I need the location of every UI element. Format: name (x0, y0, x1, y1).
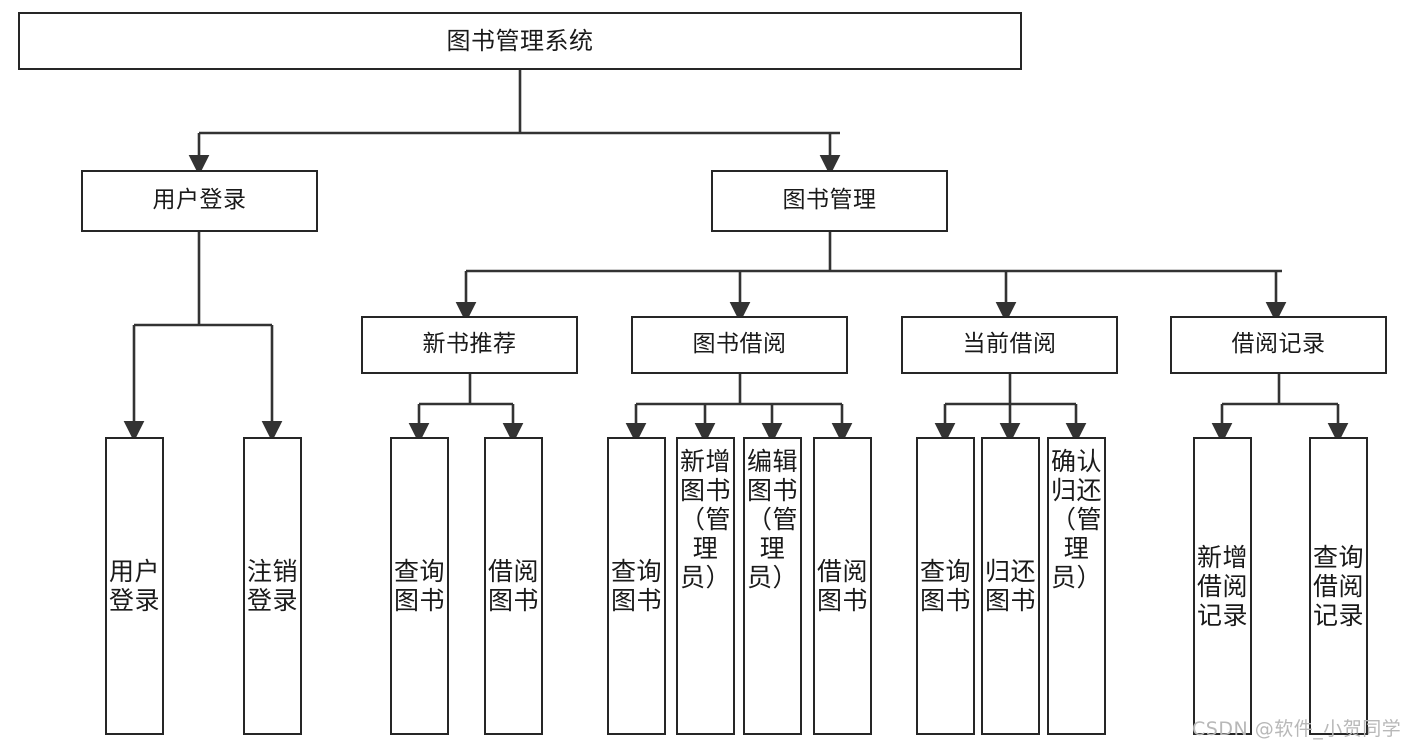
leaf-logout[interactable]: 注销登录 (243, 437, 302, 735)
leaf-add-borrow-record[interactable]: 新增借阅记录 (1193, 437, 1252, 735)
node-label: 用户登录 (152, 187, 247, 214)
leaf-query-book-current[interactable]: 查询图书 (916, 437, 975, 735)
node-label: 当前借阅 (962, 331, 1057, 358)
leaf-user-login[interactable]: 用户登录 (105, 437, 164, 735)
node-label: 查询借阅记录 (1312, 542, 1364, 630)
node-label: 注销登录 (246, 557, 298, 615)
node-label: 编辑图书（管理员） (746, 447, 798, 592)
leaf-query-borrow-record[interactable]: 查询借阅记录 (1309, 437, 1368, 735)
node-label: 借阅图书 (816, 557, 868, 615)
node-root-system[interactable]: 图书管理系统 (18, 12, 1022, 70)
node-label: 图书管理系统 (446, 26, 594, 55)
leaf-return-book[interactable]: 归还图书 (981, 437, 1040, 735)
node-borrow-record[interactable]: 借阅记录 (1170, 316, 1387, 374)
csdn-watermark: CSDN @软件_小贺同学 (1192, 714, 1401, 741)
node-label: 图书借阅 (692, 331, 787, 358)
node-label: 确认归还（管理员） (1050, 447, 1102, 592)
watermark-text: CSDN @软件_小贺同学 (1192, 718, 1402, 740)
leaf-query-book-newbook[interactable]: 查询图书 (390, 437, 449, 735)
node-user-login[interactable]: 用户登录 (81, 170, 318, 232)
leaf-borrow-book[interactable]: 借阅图书 (813, 437, 872, 735)
node-book-management[interactable]: 图书管理 (711, 170, 948, 232)
node-label: 借阅图书 (487, 557, 539, 615)
leaf-query-book-borrow[interactable]: 查询图书 (607, 437, 666, 735)
leaf-edit-book-admin[interactable]: 编辑图书（管理员） (743, 437, 802, 735)
node-label: 图书管理 (782, 187, 877, 214)
node-new-book-recommend[interactable]: 新书推荐 (361, 316, 578, 374)
node-current-borrow[interactable]: 当前借阅 (901, 316, 1118, 374)
node-label: 新增图书（管理员） (679, 447, 731, 592)
node-book-borrow[interactable]: 图书借阅 (631, 316, 848, 374)
node-label: 查询图书 (919, 557, 971, 615)
leaf-add-book-admin[interactable]: 新增图书（管理员） (676, 437, 735, 735)
node-label: 归还图书 (984, 557, 1036, 615)
node-label: 借阅记录 (1231, 331, 1326, 358)
node-label: 新增借阅记录 (1196, 542, 1248, 630)
node-label: 查询图书 (610, 557, 662, 615)
node-label: 用户登录 (108, 557, 160, 615)
leaf-confirm-return-admin[interactable]: 确认归还（管理员） (1047, 437, 1106, 735)
node-label: 查询图书 (393, 557, 445, 615)
node-label: 新书推荐 (422, 331, 517, 358)
leaf-borrow-book-newbook[interactable]: 借阅图书 (484, 437, 543, 735)
